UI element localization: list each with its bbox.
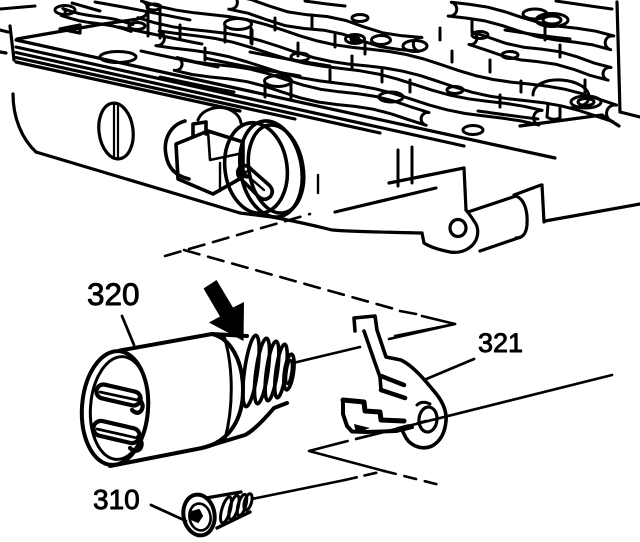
svg-text:320: 320 [87,276,140,312]
svg-text:310: 310 [93,484,140,515]
svg-text:321: 321 [478,328,523,358]
